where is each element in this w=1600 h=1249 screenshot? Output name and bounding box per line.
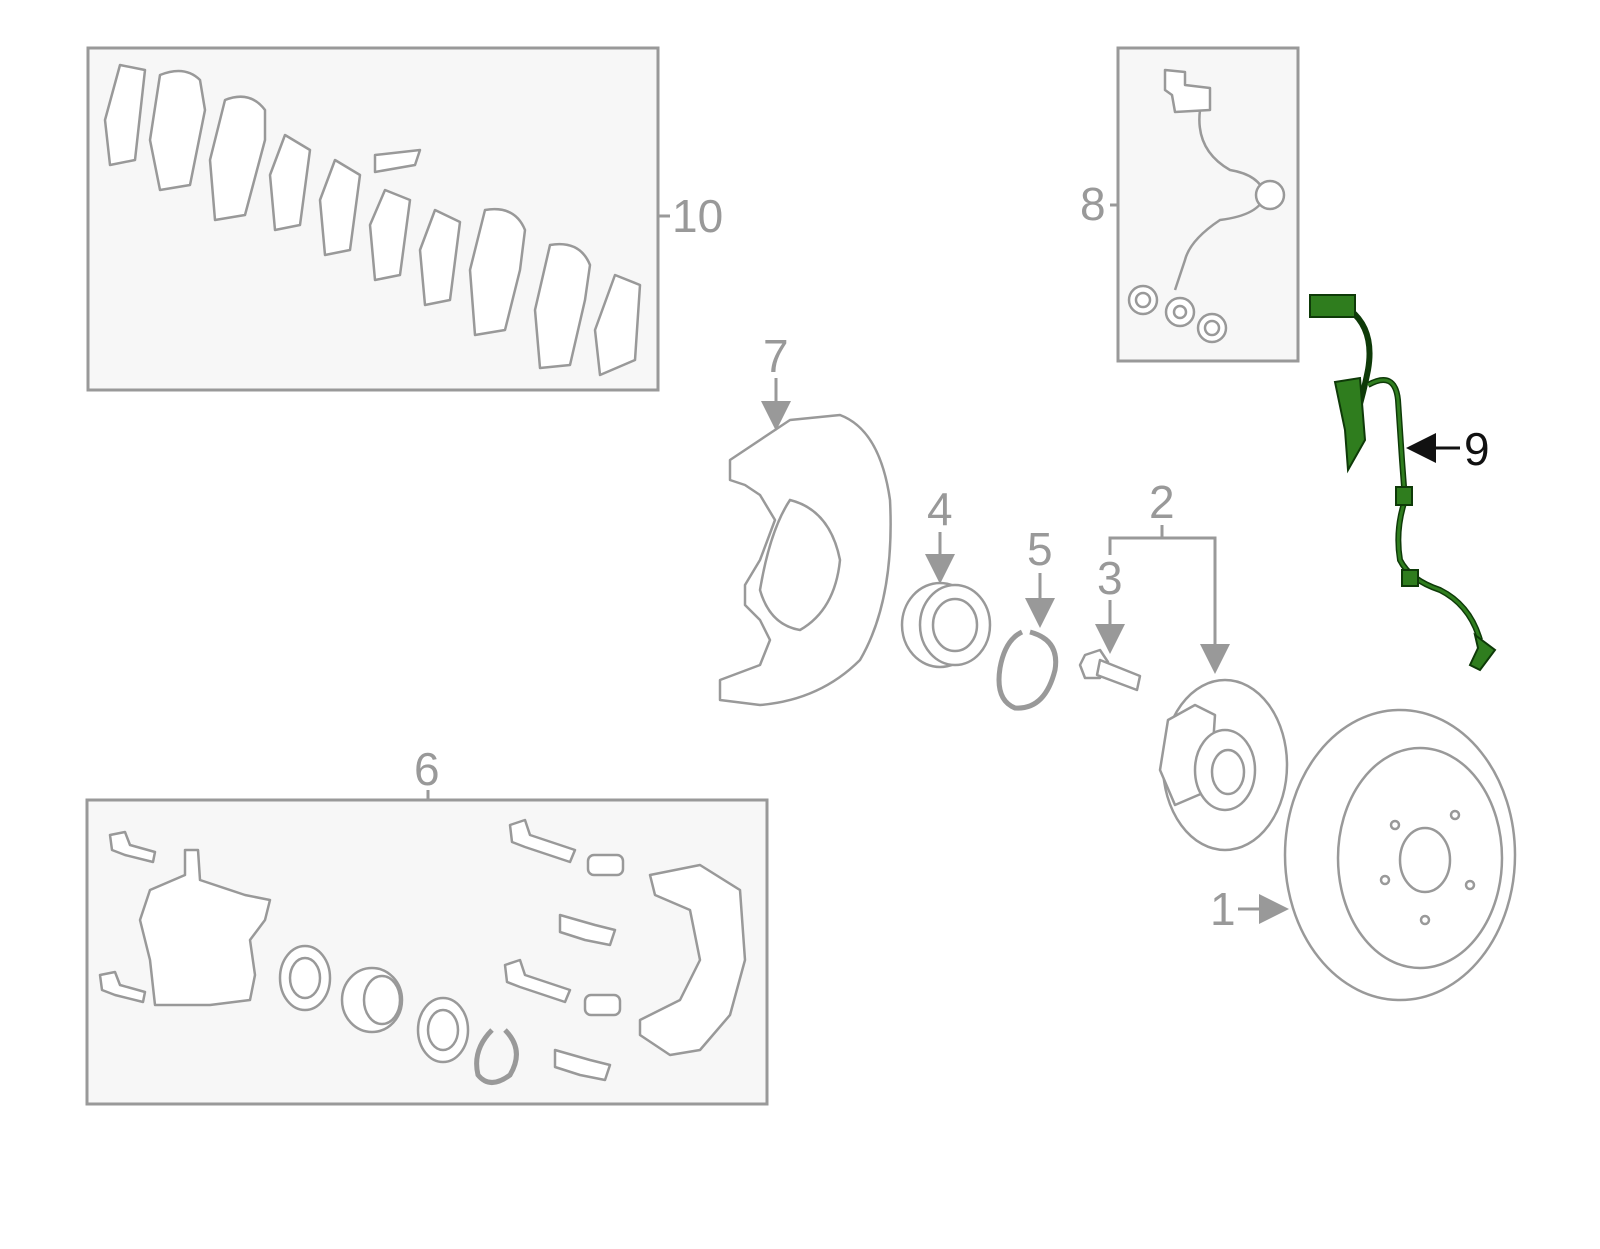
wheel-bearing[interactable]: 4 [900, 483, 992, 669]
caliper-assembly-group[interactable]: 6 [85, 743, 769, 1106]
brake-hose-group[interactable]: 8 [1080, 46, 1300, 363]
brake-hose [1127, 68, 1286, 344]
callout-10: 10 [672, 190, 723, 242]
hub-bolt[interactable]: 3 [1078, 552, 1142, 692]
callout-3: 3 [1097, 552, 1123, 604]
callout-9: 9 [1464, 423, 1490, 475]
brake-pads [103, 63, 642, 377]
callout-2: 2 [1149, 476, 1175, 528]
sensor-clip [1401, 569, 1419, 587]
brake-rotor[interactable]: 1 [1210, 708, 1517, 1002]
sensor-connector [1309, 294, 1356, 318]
abs-wheel-speed-sensor[interactable]: 9 [1309, 294, 1497, 672]
callout-4: 4 [927, 483, 953, 535]
caliper-parts [98, 818, 747, 1085]
sensor-bracket [1333, 376, 1367, 474]
callout-1: 1 [1210, 883, 1236, 935]
brake-pad-set-group[interactable]: 10 [86, 46, 723, 392]
leader-2 [1108, 536, 1230, 674]
callout-7: 7 [763, 330, 789, 382]
sensor-head [1468, 632, 1497, 672]
snap-ring[interactable]: 5 [996, 523, 1059, 711]
callout-6: 6 [414, 743, 440, 795]
splash-shield[interactable]: 7 [718, 330, 892, 707]
callout-8: 8 [1080, 178, 1106, 230]
wheel-hub[interactable]: 2 [1108, 476, 1289, 852]
callout-5: 5 [1027, 523, 1053, 575]
sensor-grommet [1395, 486, 1413, 506]
